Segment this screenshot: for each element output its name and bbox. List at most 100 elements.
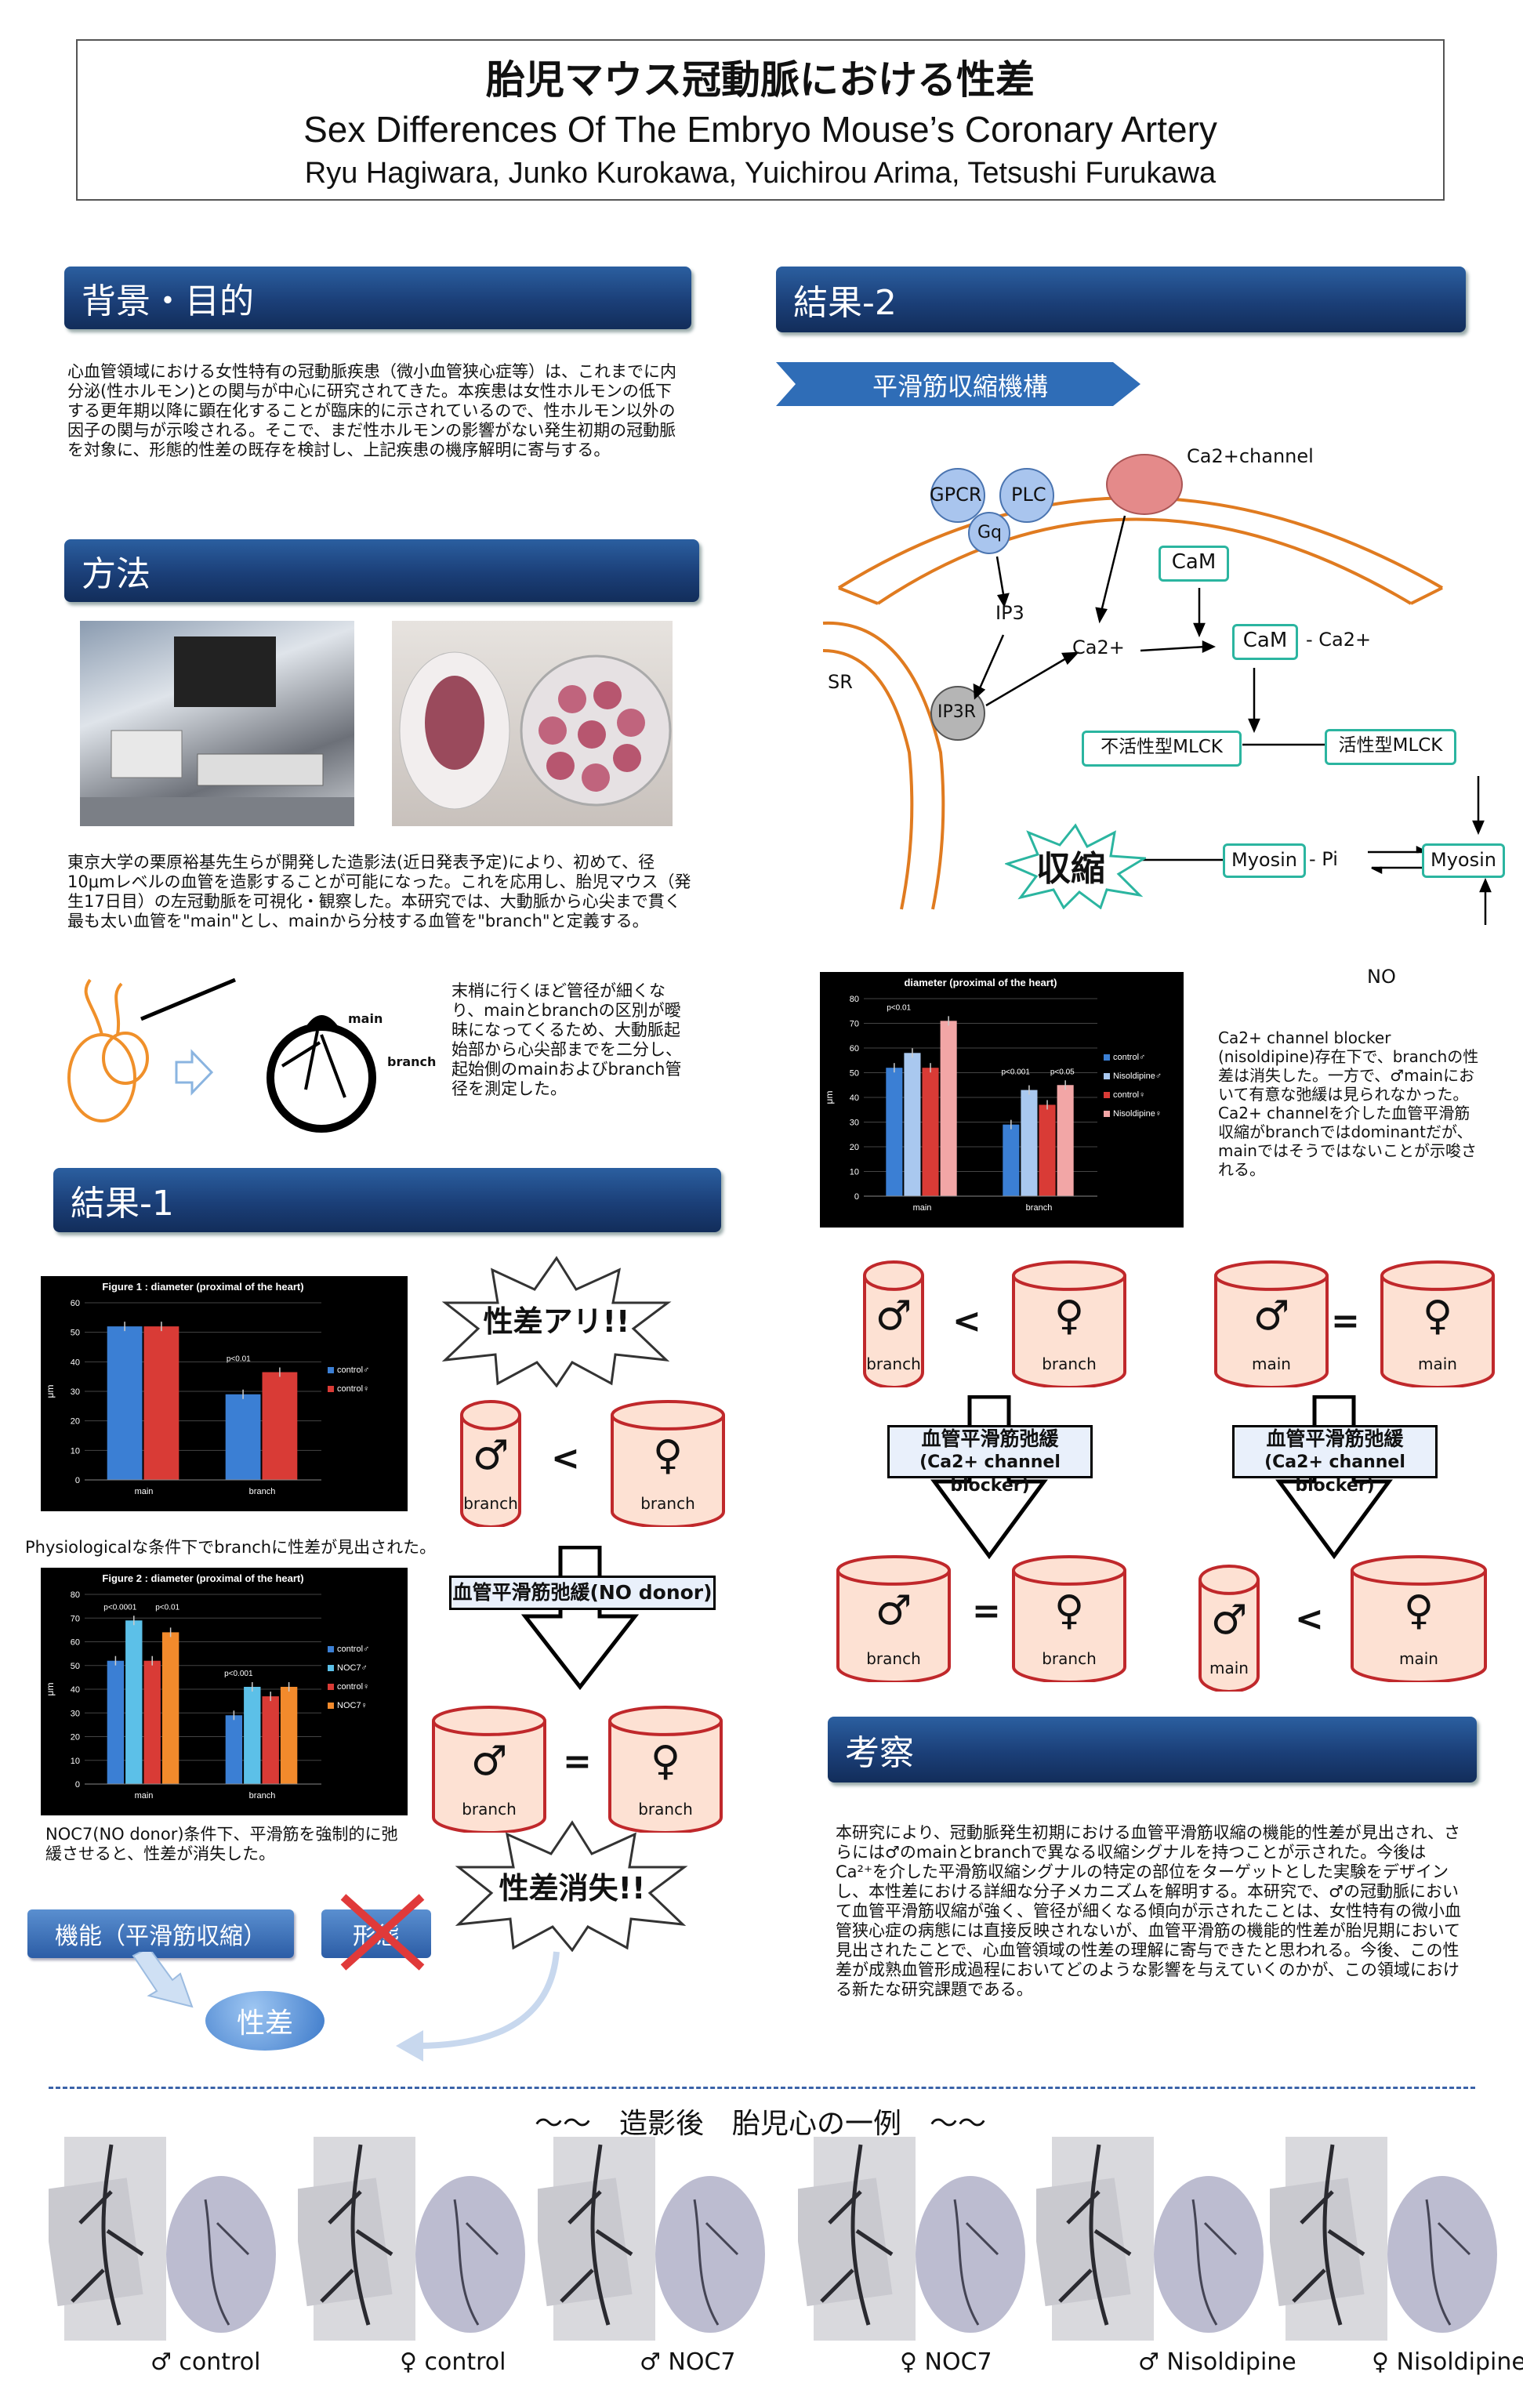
needle xyxy=(140,977,236,1021)
vessel-label: main xyxy=(1209,1658,1249,1677)
result1-caption-2: NOC7(NO donor)条件下、平滑筋を強制的に弛緩させると、性差が消失した… xyxy=(45,1825,398,1863)
legend-swatch xyxy=(328,1703,334,1709)
cylinder-male-branch-r1a: ♂ branch xyxy=(459,1400,522,1530)
relax-box-branch: 血管平滑筋弛緩 (Ca2+ channel blocker) xyxy=(887,1425,1093,1496)
legend-entry: NOC7♂ xyxy=(337,1663,368,1673)
sex-symbol: ♂ xyxy=(1210,1596,1248,1644)
discussion-text: 本研究により、冠動脈発生初期における血管平滑筋収縮の機能的性差が見出され、さらに… xyxy=(836,1823,1461,1999)
burst-text-2: 性差消失!! xyxy=(499,1871,646,1906)
cam-ca-suffix: - Ca2+ xyxy=(1306,629,1372,651)
no-label: NO xyxy=(1367,966,1396,988)
cam-ca-cam-text: CaM xyxy=(1242,629,1288,652)
myosin-box: Myosin xyxy=(1422,843,1505,878)
y-tick-label: 60 xyxy=(850,1044,859,1054)
microscope-illustration xyxy=(80,636,354,826)
gallery-item xyxy=(1262,2137,1505,2348)
cylinder-female-main-r2b: ♀ main xyxy=(1350,1555,1488,1685)
gallery-item xyxy=(1028,2137,1271,2348)
result1-header: 結果-1 xyxy=(53,1168,721,1232)
sex-symbol: ♀ xyxy=(652,1431,684,1479)
cylinder-shape xyxy=(1351,1555,1487,1684)
op-less-than-r1a: < xyxy=(551,1438,580,1478)
gallery-label: ♀ control xyxy=(400,2348,506,2376)
legend-entry: control♂ xyxy=(337,1645,369,1654)
vessel-label: branch xyxy=(1042,1648,1097,1668)
sex-symbol: ♀ xyxy=(1422,1292,1453,1340)
bar xyxy=(107,1326,143,1480)
background-header-text: 背景・目的 xyxy=(82,281,254,321)
legend-swatch xyxy=(1104,1073,1110,1079)
y-tick-label: 50 xyxy=(850,1069,859,1079)
annotation-label: p<0.001 xyxy=(224,1670,253,1678)
gallery-divider xyxy=(49,2087,1475,2089)
method-text-1: 東京大学の栗原裕基先生らが開発した造影法(近日発表予定)により、初めて、径10μ… xyxy=(67,853,691,930)
annotation-label: p<0.05 xyxy=(1050,1068,1075,1076)
cylinder-female-branch-r1b: ♀ branch xyxy=(607,1706,723,1836)
inactive-mlck-box: 不活性型MLCK xyxy=(1082,731,1242,767)
embryo-photo xyxy=(392,621,673,826)
gpcr-label: GPCR xyxy=(930,484,982,506)
cylinder-shape xyxy=(611,1400,725,1529)
myosin-pi-box: Myosin xyxy=(1223,843,1306,878)
legend-entry: NOC7♀ xyxy=(337,1701,368,1710)
bar xyxy=(1021,1090,1038,1196)
legend-swatch xyxy=(328,1367,334,1373)
cam-box: CaM xyxy=(1159,546,1229,582)
bar xyxy=(225,1715,243,1784)
result1-caption-1: Physiologicalな条件下でbranchに性差が見出された。 xyxy=(25,1538,437,1557)
x-tick-label: branch xyxy=(249,1487,276,1496)
cylinder-male-branch-r1b: ♂ branch xyxy=(431,1706,547,1836)
plc-shape xyxy=(999,468,1054,523)
relax-box-branch-title: 血管平滑筋弛緩 xyxy=(921,1427,1059,1450)
relax-box-main-title: 血管平滑筋弛緩 xyxy=(1266,1427,1404,1450)
sex-symbol: ♂ xyxy=(875,1587,912,1634)
sex-symbol: ♂ xyxy=(472,1431,509,1479)
vessel-label: main xyxy=(1418,1354,1457,1373)
y-tick-label: 0 xyxy=(75,1476,80,1485)
y-tick-label: 60 xyxy=(71,1638,80,1648)
y-tick-label: 0 xyxy=(75,1780,80,1790)
discussion-header: 考察 xyxy=(828,1717,1477,1782)
vessel-label: branch xyxy=(866,1354,921,1373)
op-less-than-r2a: < xyxy=(952,1301,981,1341)
title-en: Sex Differences Of The Embryo Mouse’s Co… xyxy=(303,109,1217,150)
bar xyxy=(125,1620,143,1784)
bar xyxy=(143,1660,161,1784)
x-tick-label: branch xyxy=(1026,1203,1053,1213)
mechanism-arrow-banner xyxy=(776,362,1140,406)
method-text-2: 末梢に行くほど管径が細くなり、mainとbranchの区別が曖昧になってくるため… xyxy=(451,981,682,1098)
bar xyxy=(904,1053,921,1196)
sex-symbol: ♀ xyxy=(1053,1292,1085,1340)
sex-symbol: ♀ xyxy=(650,1737,681,1785)
chart-title: Figure 2 : diameter (proximal of the hea… xyxy=(102,1572,303,1584)
cylinder-shape xyxy=(460,1400,521,1529)
y-tick-label: 50 xyxy=(71,1329,80,1338)
heart-diagram xyxy=(67,977,376,1133)
legend-swatch xyxy=(1104,1054,1110,1061)
result2-header: 結果-2 xyxy=(776,267,1466,332)
legend-entry: control♂ xyxy=(337,1365,369,1375)
label-main: main xyxy=(348,1011,383,1026)
vessel-label: branch xyxy=(463,1493,518,1513)
y-tick-label: 10 xyxy=(71,1446,80,1456)
legend-entry: Nisoldipine♂ xyxy=(1113,1072,1162,1081)
bar xyxy=(1057,1085,1074,1196)
ip3r-shape xyxy=(930,686,985,741)
y-tick-label: 20 xyxy=(71,1733,80,1743)
chart-figure-2: Figure 2 : diameter (proximal of the hea… xyxy=(41,1568,408,1815)
bar xyxy=(922,1068,939,1196)
y-tick-label: 20 xyxy=(71,1417,80,1427)
vessel-label: branch xyxy=(866,1648,921,1668)
relax-box-branch-sub: (Ca2+ channel blocker) xyxy=(919,1452,1061,1496)
ip3r-label: IP3R xyxy=(937,702,977,722)
background-text: 心血管領域における女性特有の冠動脈疾患（微小血管狭心症等）は、これまでに内分泌(… xyxy=(67,362,676,459)
myosin-pi-myosin-text: Myosin xyxy=(1231,849,1297,871)
legend-swatch xyxy=(328,1646,334,1652)
chart-title: diameter (proximal of the heart) xyxy=(904,977,1057,988)
cylinder-shape xyxy=(1198,1565,1260,1693)
cylinder-female-branch-r2b: ♀ branch xyxy=(1011,1555,1127,1685)
cylinder-shape xyxy=(836,1555,951,1684)
heart-vessel-image xyxy=(290,2137,525,2341)
op-equal-r1b: = xyxy=(563,1742,592,1782)
authors: Ryu Hagiwara, Junko Kurokawa, Yuichirou … xyxy=(304,157,1217,190)
